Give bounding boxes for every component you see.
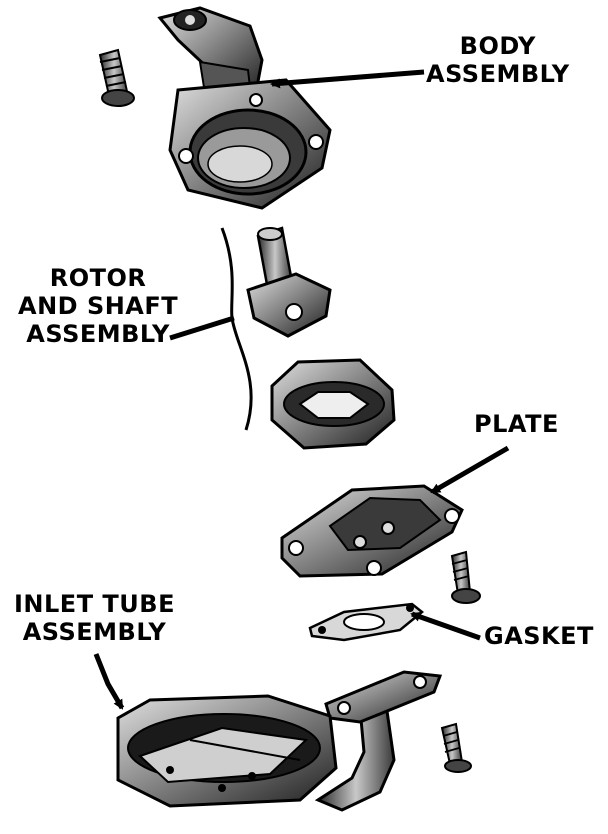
rotor-shaft-part	[220, 226, 396, 450]
body-assembly-label: BODY ASSEMBLY	[426, 32, 570, 88]
leader-lines	[93, 69, 510, 710]
plate-part	[280, 484, 464, 578]
bolt-middle	[450, 550, 481, 604]
body-assembly-part	[157, 6, 332, 210]
gasket-label: GASKET	[484, 622, 594, 650]
body-assembly-arrow	[270, 69, 425, 89]
inlet-tube-line-1: INLET TUBE	[14, 590, 175, 618]
body-assembly-line-2: ASSEMBLY	[426, 60, 570, 88]
plate-label: PLATE	[474, 410, 559, 438]
body-assembly-line-1: BODY	[459, 32, 536, 60]
bolt-top	[98, 48, 135, 107]
plate-text: PLATE	[474, 410, 559, 438]
rotor-shaft-line-2: AND SHAFT	[18, 292, 179, 320]
gasket-text: GASKET	[484, 622, 594, 650]
inlet-tube-part	[116, 670, 443, 812]
plate-arrow	[430, 445, 510, 495]
rotor-shaft-leader	[169, 315, 235, 341]
inlet-tube-line-2: ASSEMBLY	[22, 618, 167, 646]
gasket-arrow	[410, 611, 481, 641]
bolt-bottom	[440, 722, 472, 773]
rotor-shaft-label: ROTOR AND SHAFT ASSEMBLY	[18, 264, 178, 348]
rotor-shaft-line-1: ROTOR	[49, 264, 147, 292]
inlet-tube-label: INLET TUBE ASSEMBLY	[14, 590, 175, 646]
inlet-tube-arrow	[93, 653, 125, 710]
rotor-shaft-line-3: ASSEMBLY	[26, 320, 170, 348]
gasket-part	[308, 602, 424, 642]
